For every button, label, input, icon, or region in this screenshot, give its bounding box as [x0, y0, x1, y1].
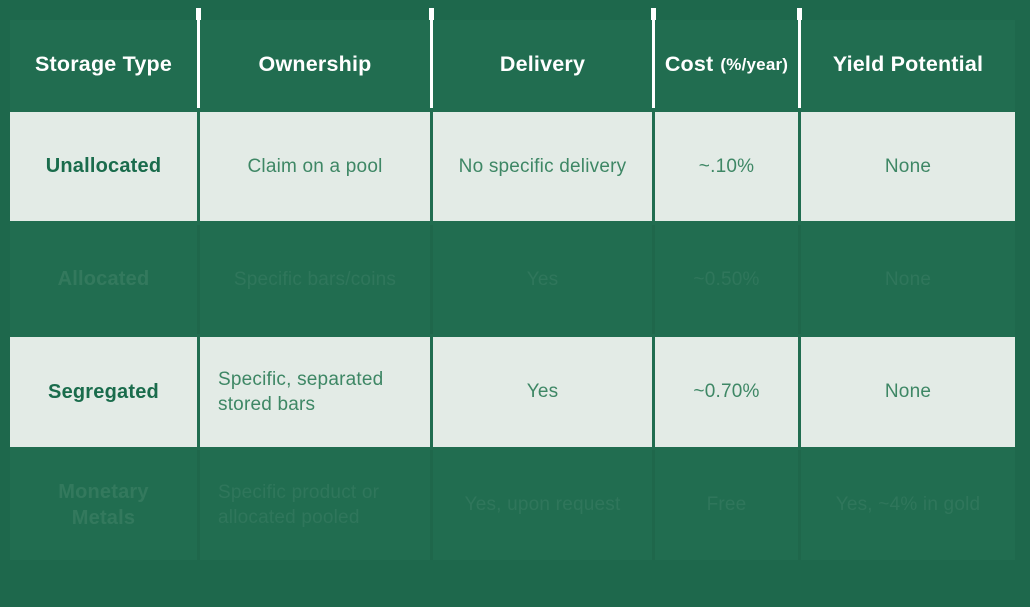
table-header-row: Storage Type Ownership Delivery Cost (%/…: [10, 8, 1015, 108]
cell-cost: ~0.50%: [652, 225, 798, 334]
cell-yield-potential: Yes, ~4% in gold: [798, 450, 1015, 560]
cell-ownership: Specific, separated stored bars: [197, 337, 430, 447]
cell-cost: ~0.70%: [652, 337, 798, 447]
column-header-yield-potential: Yield Potential: [797, 8, 1015, 108]
table-row-allocated-faded: Allocated Specific bars/coins Yes ~0.50%…: [10, 225, 1015, 334]
table-background: [10, 20, 1015, 560]
column-header-storage-type: Storage Type: [34, 51, 172, 76]
cell-cost: Free: [652, 450, 798, 560]
cell-yield-potential: None: [798, 337, 1015, 447]
table-row-monetary-metals-faded: Monetary Metals Specific product or allo…: [10, 450, 1015, 560]
cell-yield-potential: None: [798, 225, 1015, 334]
cell-yield-potential: None: [798, 112, 1015, 221]
cell-ownership: Specific bars/coins: [197, 225, 430, 334]
column-header-delivery: Delivery: [429, 8, 652, 108]
table-row-unallocated: Unallocated Claim on a pool No specific …: [10, 112, 1015, 221]
cell-ownership: Specific product or allocated pooled: [197, 450, 430, 560]
cell-storage-type: Unallocated: [10, 112, 197, 221]
column-header-ownership: Ownership: [196, 8, 430, 108]
column-header-cost-unit: (%/year): [720, 55, 789, 74]
cell-ownership: Claim on a pool: [197, 112, 430, 221]
cell-delivery: Yes: [430, 337, 652, 447]
cell-delivery: Yes: [430, 225, 652, 334]
cell-cost: ~.10%: [652, 112, 798, 221]
column-header-cost: Cost (%/year): [651, 8, 798, 108]
cell-delivery: No specific delivery: [430, 112, 652, 221]
cell-storage-type: Segregated: [10, 337, 197, 447]
cell-storage-type: Monetary Metals: [58, 480, 149, 529]
cell-delivery: Yes, upon request: [430, 450, 652, 560]
table-row-segregated: Segregated Specific, separated stored ba…: [10, 337, 1015, 447]
cell-storage-type: Allocated: [57, 268, 150, 291]
column-header-cost-label: Cost: [664, 51, 714, 76]
